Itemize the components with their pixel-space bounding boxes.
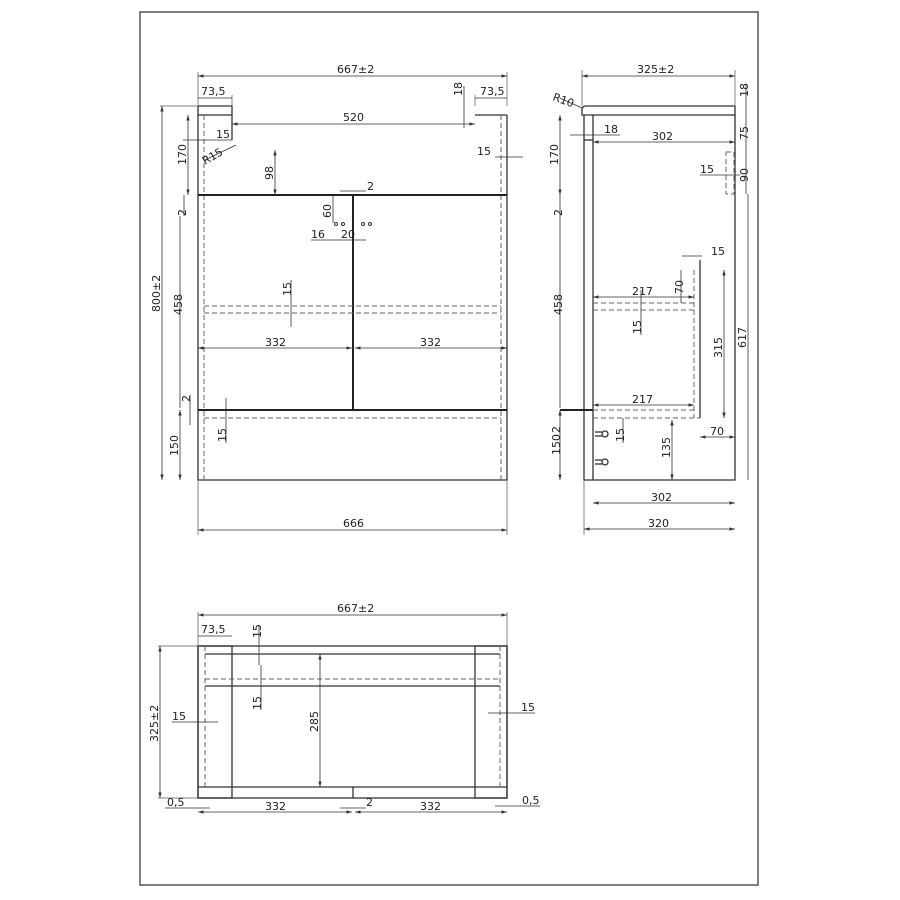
- dim-bottom-depth: 320: [648, 517, 669, 530]
- dim-top-left-offset: 73,5: [201, 623, 226, 636]
- dim-top-inner-depth: 285: [308, 711, 321, 732]
- dim-top-left-width: 332: [265, 800, 286, 813]
- drawing-frame: [139, 11, 759, 886]
- dim-door-height: 458: [172, 294, 185, 315]
- dim-lower-shelf-depth: 217: [632, 393, 653, 406]
- dim-handle-spacing: 20: [341, 228, 355, 241]
- dim-basin-width: 520: [343, 111, 364, 124]
- dim-right-offset: 73,5: [480, 85, 505, 98]
- dim-top-thickness: 18: [452, 82, 465, 96]
- dim-shelf-thickness: 15: [281, 282, 294, 296]
- dim-top-section-height: 170: [176, 144, 189, 165]
- dim-base-width: 666: [343, 517, 364, 530]
- dim-side-plinth-height: 150: [550, 434, 563, 455]
- dim-rail-offset: 75: [738, 126, 751, 140]
- dim-rail-side: 15: [700, 163, 714, 176]
- dim-side-door-height: 458: [552, 294, 565, 315]
- front-view: 667±2 73,5 73,5 18 520 15 R15 15 98 170 …: [150, 63, 523, 535]
- dim-total-height: 800±2: [150, 275, 163, 312]
- dim-side-top-thickness: 18: [738, 83, 751, 97]
- dim-side-top-section: 170: [548, 144, 561, 165]
- dim-rail-thickness-2: 15: [251, 696, 264, 710]
- dim-basin-depth: 98: [263, 166, 276, 180]
- dim-plinth-thickness: 15: [216, 428, 229, 442]
- dim-side-shelf-thickness: 15: [631, 320, 644, 334]
- dim-overall-width: 667±2: [337, 63, 374, 76]
- dim-left-offset: 73,5: [201, 85, 226, 98]
- dim-back-offset: 70: [710, 425, 724, 438]
- dim-left-edge: 0,5: [167, 796, 185, 809]
- dim-total-side-height: 617: [736, 327, 749, 348]
- dim-top-overall-width: 667±2: [337, 602, 374, 615]
- side-view: 325±2 R10 18 18 302 75 15 90 170 2 15 21…: [548, 63, 751, 535]
- dim-back-height: 315: [712, 337, 725, 358]
- dim-door-gap: 2: [367, 180, 374, 193]
- dim-center-gap: 2: [366, 796, 373, 809]
- dim-leg-height: 135: [660, 437, 673, 458]
- dim-right-edge: 0,5: [522, 794, 540, 807]
- dim-top-left-side: 15: [172, 710, 186, 723]
- dim-rail-thickness-1: 15: [251, 624, 264, 638]
- dim-right-side: 15: [477, 145, 491, 158]
- dim-right-door-width: 332: [420, 336, 441, 349]
- dim-top-depth: 325±2: [148, 705, 161, 742]
- dim-corner-radius: R10: [551, 91, 576, 111]
- dim-upper-shelf-depth: 217: [632, 285, 653, 298]
- dim-side-plinth-thickness: 15: [614, 428, 627, 442]
- dim-top-right-side: 15: [521, 701, 535, 714]
- dim-handle-offset-h: 16: [311, 228, 325, 241]
- dim-side-gap-bottom: 2: [550, 426, 563, 433]
- dim-top-right-width: 332: [420, 800, 441, 813]
- dim-panel-thickness: 18: [604, 123, 618, 136]
- dim-inner-depth: 302: [652, 130, 673, 143]
- dim-upper-offset: 70: [673, 280, 686, 294]
- dim-gap-bottom: 2: [180, 395, 193, 402]
- dim-plinth-height: 150: [168, 435, 181, 456]
- dim-back-panel-thickness: 15: [711, 245, 725, 258]
- dim-bottom-inner-depth: 302: [651, 491, 672, 504]
- dim-side-gap-top: 2: [552, 209, 565, 216]
- dim-basin-side: 15: [216, 128, 230, 141]
- top-view: 667±2 73,5 15 15 325±2 15 285 15 0,5 332…: [148, 602, 540, 814]
- dim-rail-height: 90: [738, 168, 751, 182]
- dim-left-door-width: 332: [265, 336, 286, 349]
- dim-overall-depth: 325±2: [637, 63, 674, 76]
- dim-gap-top: 2: [176, 209, 189, 216]
- dim-handle-offset-v: 60: [321, 204, 334, 218]
